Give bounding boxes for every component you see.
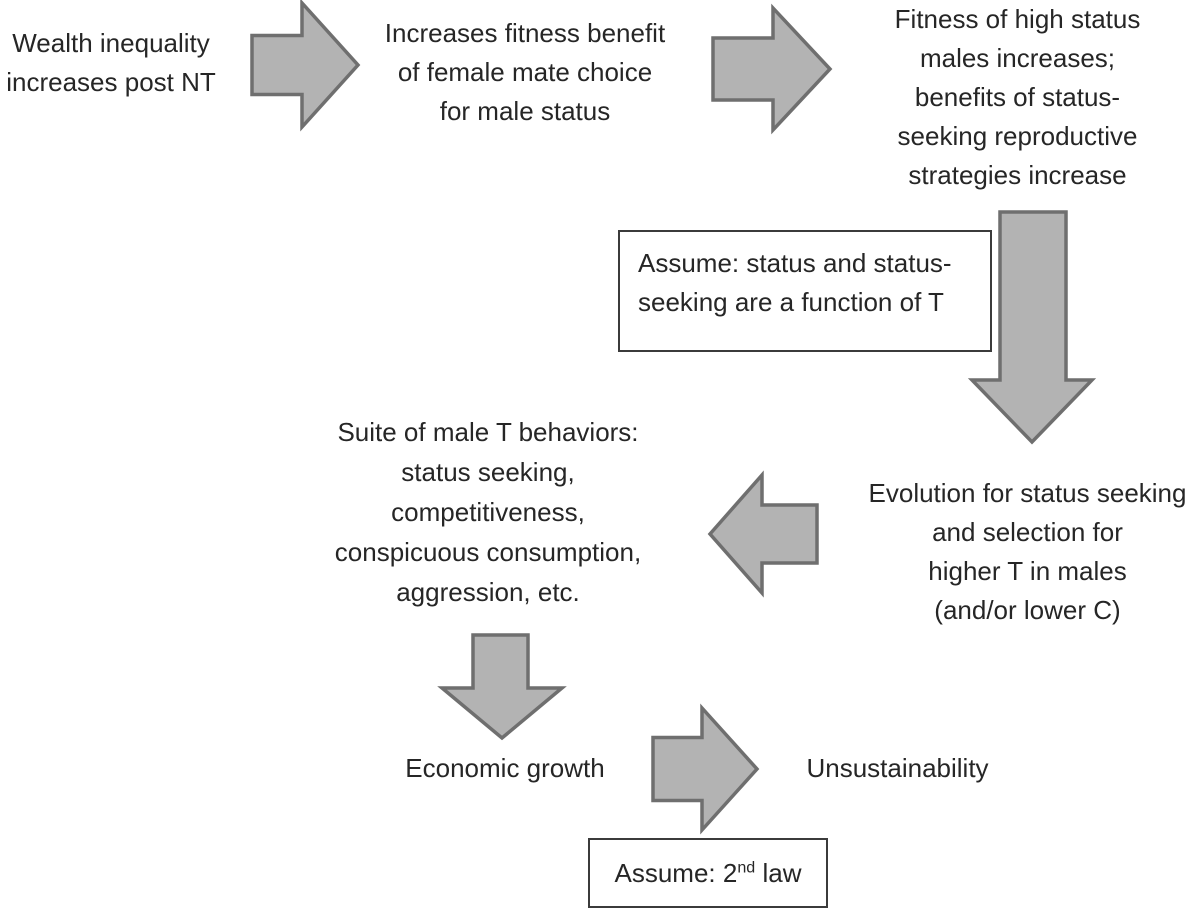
arrow-right-icon — [250, 0, 361, 132]
node-male-t-behaviors: Suite of male T behaviors: status seekin… — [300, 412, 676, 612]
node-text-line: Unsustainability — [806, 753, 989, 783]
node-text-line: males increases; — [919, 43, 1116, 73]
node-text-line: Wealth inequality — [12, 28, 210, 58]
node-wealth-inequality: Wealth inequality increases post NT — [0, 24, 222, 102]
node-text-line: competitiveness, — [391, 497, 585, 527]
node-text-line: benefits of status- — [914, 82, 1121, 112]
assumption-box-function-of-t: Assume: status and status- seeking are a… — [618, 230, 992, 352]
node-text-line: Suite of male T behaviors: — [337, 417, 639, 447]
arrow-left-icon — [707, 470, 819, 598]
node-text-line: Increases fitness benefit — [384, 18, 666, 48]
arrow-right-icon — [711, 3, 833, 135]
node-text-line: of female mate choice — [397, 57, 653, 87]
node-unsustainability: Unsustainability — [795, 749, 1000, 788]
node-text-line: status seeking, — [401, 457, 575, 487]
arrow-right-icon — [651, 703, 760, 835]
node-text-line: seeking reproductive — [897, 121, 1138, 151]
node-text-line: conspicuous consumption, — [334, 537, 642, 567]
node-text-line: (and/or lower C) — [934, 595, 1121, 625]
node-text-line: increases post NT — [6, 67, 216, 97]
assumption-text-line: Assume: 2nd law — [615, 854, 802, 893]
assumption-box-second-law: Assume: 2nd law — [588, 838, 828, 908]
assumption-text-suffix: law — [755, 857, 802, 888]
node-economic-growth: Economic growth — [395, 749, 615, 788]
node-text-line: Evolution for status seeking — [868, 478, 1187, 508]
assumption-text-prefix: Assume: 2 — [614, 857, 738, 888]
node-text-line: Fitness of high status — [894, 4, 1141, 34]
arrow-down-icon — [437, 633, 567, 741]
node-text-line: aggression, etc. — [396, 577, 580, 607]
node-text-line: strategies increase — [908, 160, 1127, 190]
assumption-text-line: seeking are a function of T — [638, 287, 944, 317]
node-text-line: higher T in males — [928, 556, 1127, 586]
assumption-text-superscript: nd — [737, 857, 756, 876]
node-text-line: and selection for — [932, 517, 1123, 547]
node-female-mate-choice: Increases fitness benefit of female mate… — [358, 14, 692, 131]
node-text-line: Economic growth — [405, 753, 605, 783]
arrow-down-icon — [967, 210, 1097, 445]
assumption-text-line: Assume: status and status- — [638, 248, 952, 278]
node-text-line: for male status — [439, 96, 611, 126]
node-evolution-status-seeking: Evolution for status seeking and selecti… — [845, 474, 1200, 630]
node-high-status-fitness: Fitness of high status males increases; … — [850, 0, 1185, 195]
